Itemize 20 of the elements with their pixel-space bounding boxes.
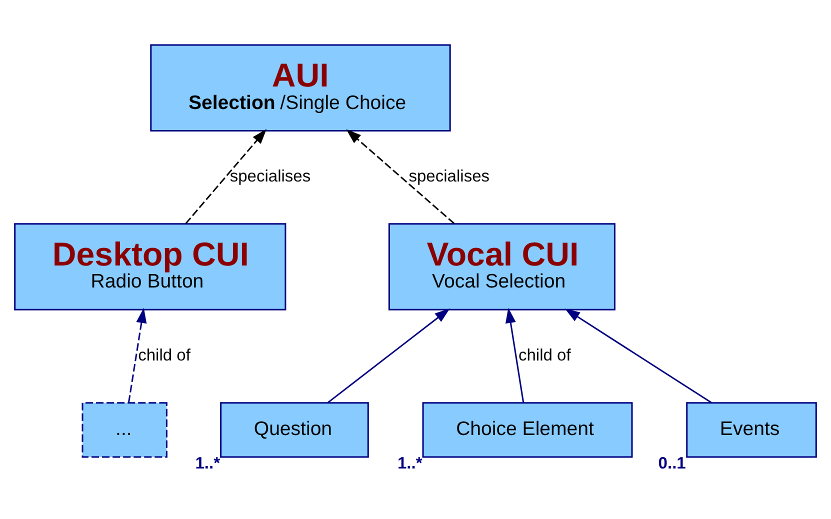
node-box: Events (686, 402, 817, 458)
node-label: 1..* (195, 453, 220, 472)
edge-label: specialises (230, 166, 311, 186)
arrow (505, 307, 524, 402)
arrow (128, 307, 147, 402)
arrow (327, 308, 450, 403)
edge-label: child of (138, 344, 190, 364)
arrow (346, 128, 455, 224)
arrow (185, 128, 267, 224)
node-label: 0..1 (658, 453, 686, 472)
node-label: 1..* (397, 453, 422, 472)
node-box: Choice Element (422, 402, 633, 458)
node-box: Question (220, 402, 369, 458)
node-box: ... (82, 402, 168, 458)
node-box: AUI Selection/Single Choice (150, 44, 451, 131)
arrow (564, 308, 712, 403)
node-box: Vocal CUI Vocal Selection (388, 222, 616, 310)
edge-label: child of (518, 344, 571, 364)
edge-label: specialises (408, 166, 490, 186)
node-box: Desktop CUI Radio Button (14, 222, 286, 310)
